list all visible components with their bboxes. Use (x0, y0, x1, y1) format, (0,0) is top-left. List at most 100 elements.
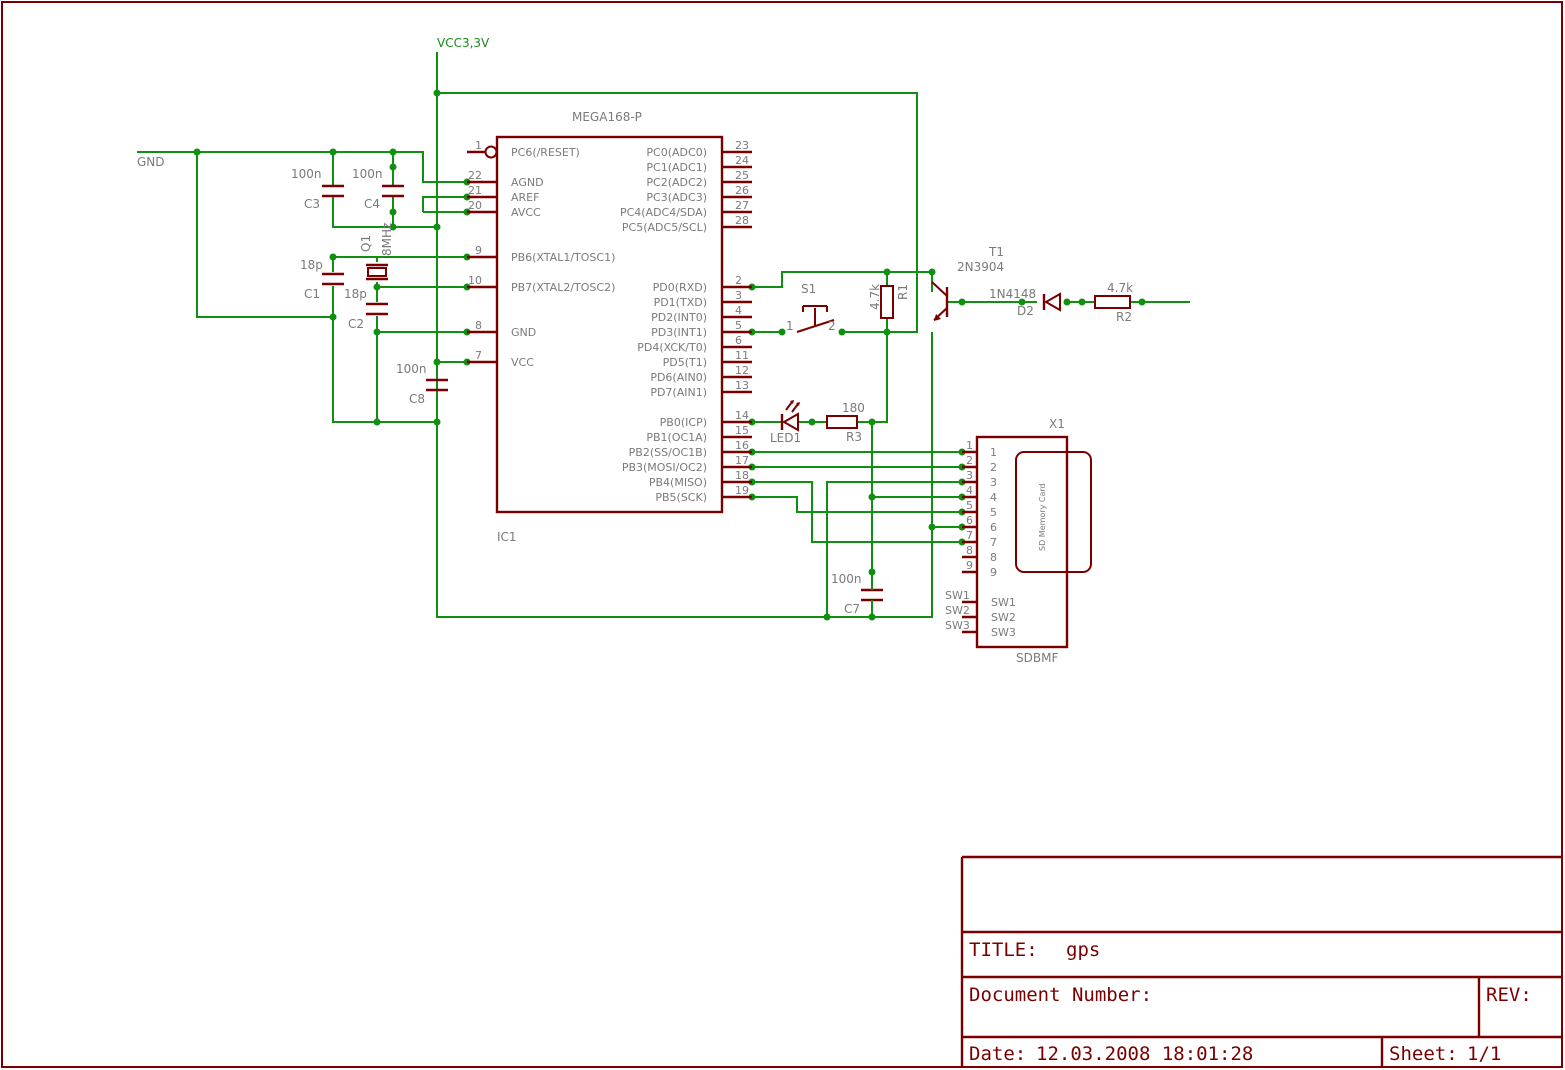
r2-value: 4.7k (1107, 281, 1133, 295)
ic1-pin-number: 21 (468, 184, 482, 197)
resistor-r3: 180 R3 (826, 401, 865, 444)
ic1-pin-label: VCC (511, 356, 534, 369)
s1-pin1: 1 (786, 319, 794, 333)
c2-value: 18p (344, 287, 367, 301)
sheet-label: Sheet: (1389, 1043, 1458, 1065)
ic1-pin-label: PD3(INT1) (651, 326, 707, 339)
ic1-pin-number: 10 (468, 274, 482, 287)
c1-value: 18p (300, 258, 323, 272)
sd-connector-x1: SD Memory Card X1 SDBMF 1122334455667788… (945, 417, 1092, 665)
x1-sw-label: SW2 (991, 611, 1016, 624)
capacitor-c7: 100n C7 (831, 572, 883, 616)
r2-ref: R2 (1116, 310, 1132, 324)
d2-ref: D2 (1017, 304, 1034, 318)
ic1-pin-label: PC5(ADC5/SCL) (622, 221, 707, 234)
resistor-r1: 4.7k R1 (868, 284, 910, 319)
x1-pin-label: 9 (990, 566, 997, 579)
ic1-pin-number: 12 (735, 364, 749, 377)
c8-ref: C8 (409, 392, 425, 406)
reset-inversion-bubble (484, 145, 498, 159)
date-label: Date: (969, 1043, 1026, 1065)
c1-ref: C1 (304, 287, 320, 301)
t1-ref: T1 (988, 245, 1004, 259)
ic1-pin-number: 15 (735, 424, 749, 437)
ic1-pin-number: 19 (735, 484, 749, 497)
sd-card-label: SD Memory Card (1038, 483, 1047, 551)
x1-pin-label: 7 (990, 536, 997, 549)
ic1-pin-label: GND (511, 326, 536, 339)
ic1-pin-label: PC2(ADC2) (646, 176, 707, 189)
x1-pin-label: 6 (990, 521, 997, 534)
crystal-q1: Q1 8MHz (359, 223, 394, 281)
s1-ref: S1 (801, 282, 816, 296)
ic1-pin-number: 28 (735, 214, 749, 227)
ic1-pin-number: 17 (735, 454, 749, 467)
x1-sw-number: SW3 (945, 619, 970, 632)
ic1-pin-number: 18 (735, 469, 749, 482)
ic1-pin-label: PC6(/RESET) (511, 146, 580, 159)
ic1-pin-number: 14 (735, 409, 749, 422)
led-led1: LED1 (770, 400, 801, 445)
q1-ref: Q1 (359, 235, 373, 252)
title-block: TITLE: gps Document Number: REV: Date: 1… (960, 855, 1562, 1067)
capacitor-c4: 100n C4 (352, 167, 404, 212)
x1-pin-label: 5 (990, 506, 997, 519)
ic1-pin-number: 5 (735, 319, 742, 332)
title-value: gps (1066, 939, 1100, 961)
gnd-net-label: GND (137, 155, 165, 169)
ic1-pin-label: PB3(MOSI/OC2) (622, 461, 707, 474)
ic1-pin-number: 24 (735, 154, 749, 167)
ic1-pin-number: 23 (735, 139, 749, 152)
d2-value: 1N4148 (989, 287, 1036, 301)
ic1-right-pins: PC0(ADC0)23PC1(ADC1)24PC2(ADC2)25PC3(ADC… (620, 139, 749, 504)
ic1-pin-number: 22 (468, 169, 482, 182)
resistor-r2: 4.7k R2 (1094, 281, 1133, 324)
ic1-pin-label: PC0(ADC0) (646, 146, 707, 159)
x1-pin-label: 4 (990, 491, 997, 504)
x1-pin-label: 1 (990, 446, 997, 459)
x1-pin-number: 9 (966, 559, 973, 572)
ic1-pin-label: PB5(SCK) (655, 491, 707, 504)
docnum-label: Document Number: (969, 984, 1152, 1006)
x1-pin-number: 6 (966, 514, 973, 527)
ic1-pin-label: PB6(XTAL1/TOSC1) (511, 251, 615, 264)
c4-ref: C4 (364, 197, 380, 211)
x1-pin-number: 5 (966, 499, 973, 512)
c3-ref: C3 (304, 197, 320, 211)
x1-name: SDBMF (1016, 651, 1058, 665)
x1-pin-label: 2 (990, 461, 997, 474)
ic1-pin-number: 4 (735, 304, 742, 317)
ic1-pin-number: 16 (735, 439, 749, 452)
q1-value: 8MHz (380, 223, 394, 256)
c4-value: 100n (352, 167, 383, 181)
capacitor-c8: 100n C8 (396, 362, 448, 406)
x1-pin-label: 8 (990, 551, 997, 564)
x1-ref: X1 (1049, 417, 1065, 431)
x1-pin-number: 4 (966, 484, 973, 497)
x1-pin-number: 7 (966, 529, 973, 542)
ic1-pin-label: PB1(OC1A) (646, 431, 707, 444)
ic1-pin-label: PB4(MISO) (649, 476, 707, 489)
r1-value: 4.7k (868, 284, 882, 310)
ic1-pin-label: AVCC (511, 206, 541, 219)
vcc-net-label: VCC3,3V (437, 36, 490, 50)
ic1-pin-label: PC3(ADC3) (646, 191, 707, 204)
capacitor-c2: 18p C2 (344, 287, 388, 331)
rev-label: REV: (1486, 984, 1532, 1006)
ic1-pin-number: 8 (475, 319, 482, 332)
sheet-value: 1/1 (1467, 1043, 1501, 1065)
x1-sw-label: SW1 (991, 596, 1016, 609)
c2-ref: C2 (348, 317, 364, 331)
x1-pin-number: 2 (966, 454, 973, 467)
ic1-pin-number: 9 (475, 244, 482, 257)
ic1-pin-number: 20 (468, 199, 482, 212)
ic1-left-pins: PC6(/RESET)1AGND22AREF21AVCC20PB6(XTAL1/… (468, 139, 615, 369)
ic1-pin-label: PD5(T1) (663, 356, 707, 369)
r1-ref: R1 (896, 284, 910, 300)
ic1-pin-label: PC1(ADC1) (646, 161, 707, 174)
x1-pin-number: 3 (966, 469, 973, 482)
ic1-pin-number: 3 (735, 289, 742, 302)
